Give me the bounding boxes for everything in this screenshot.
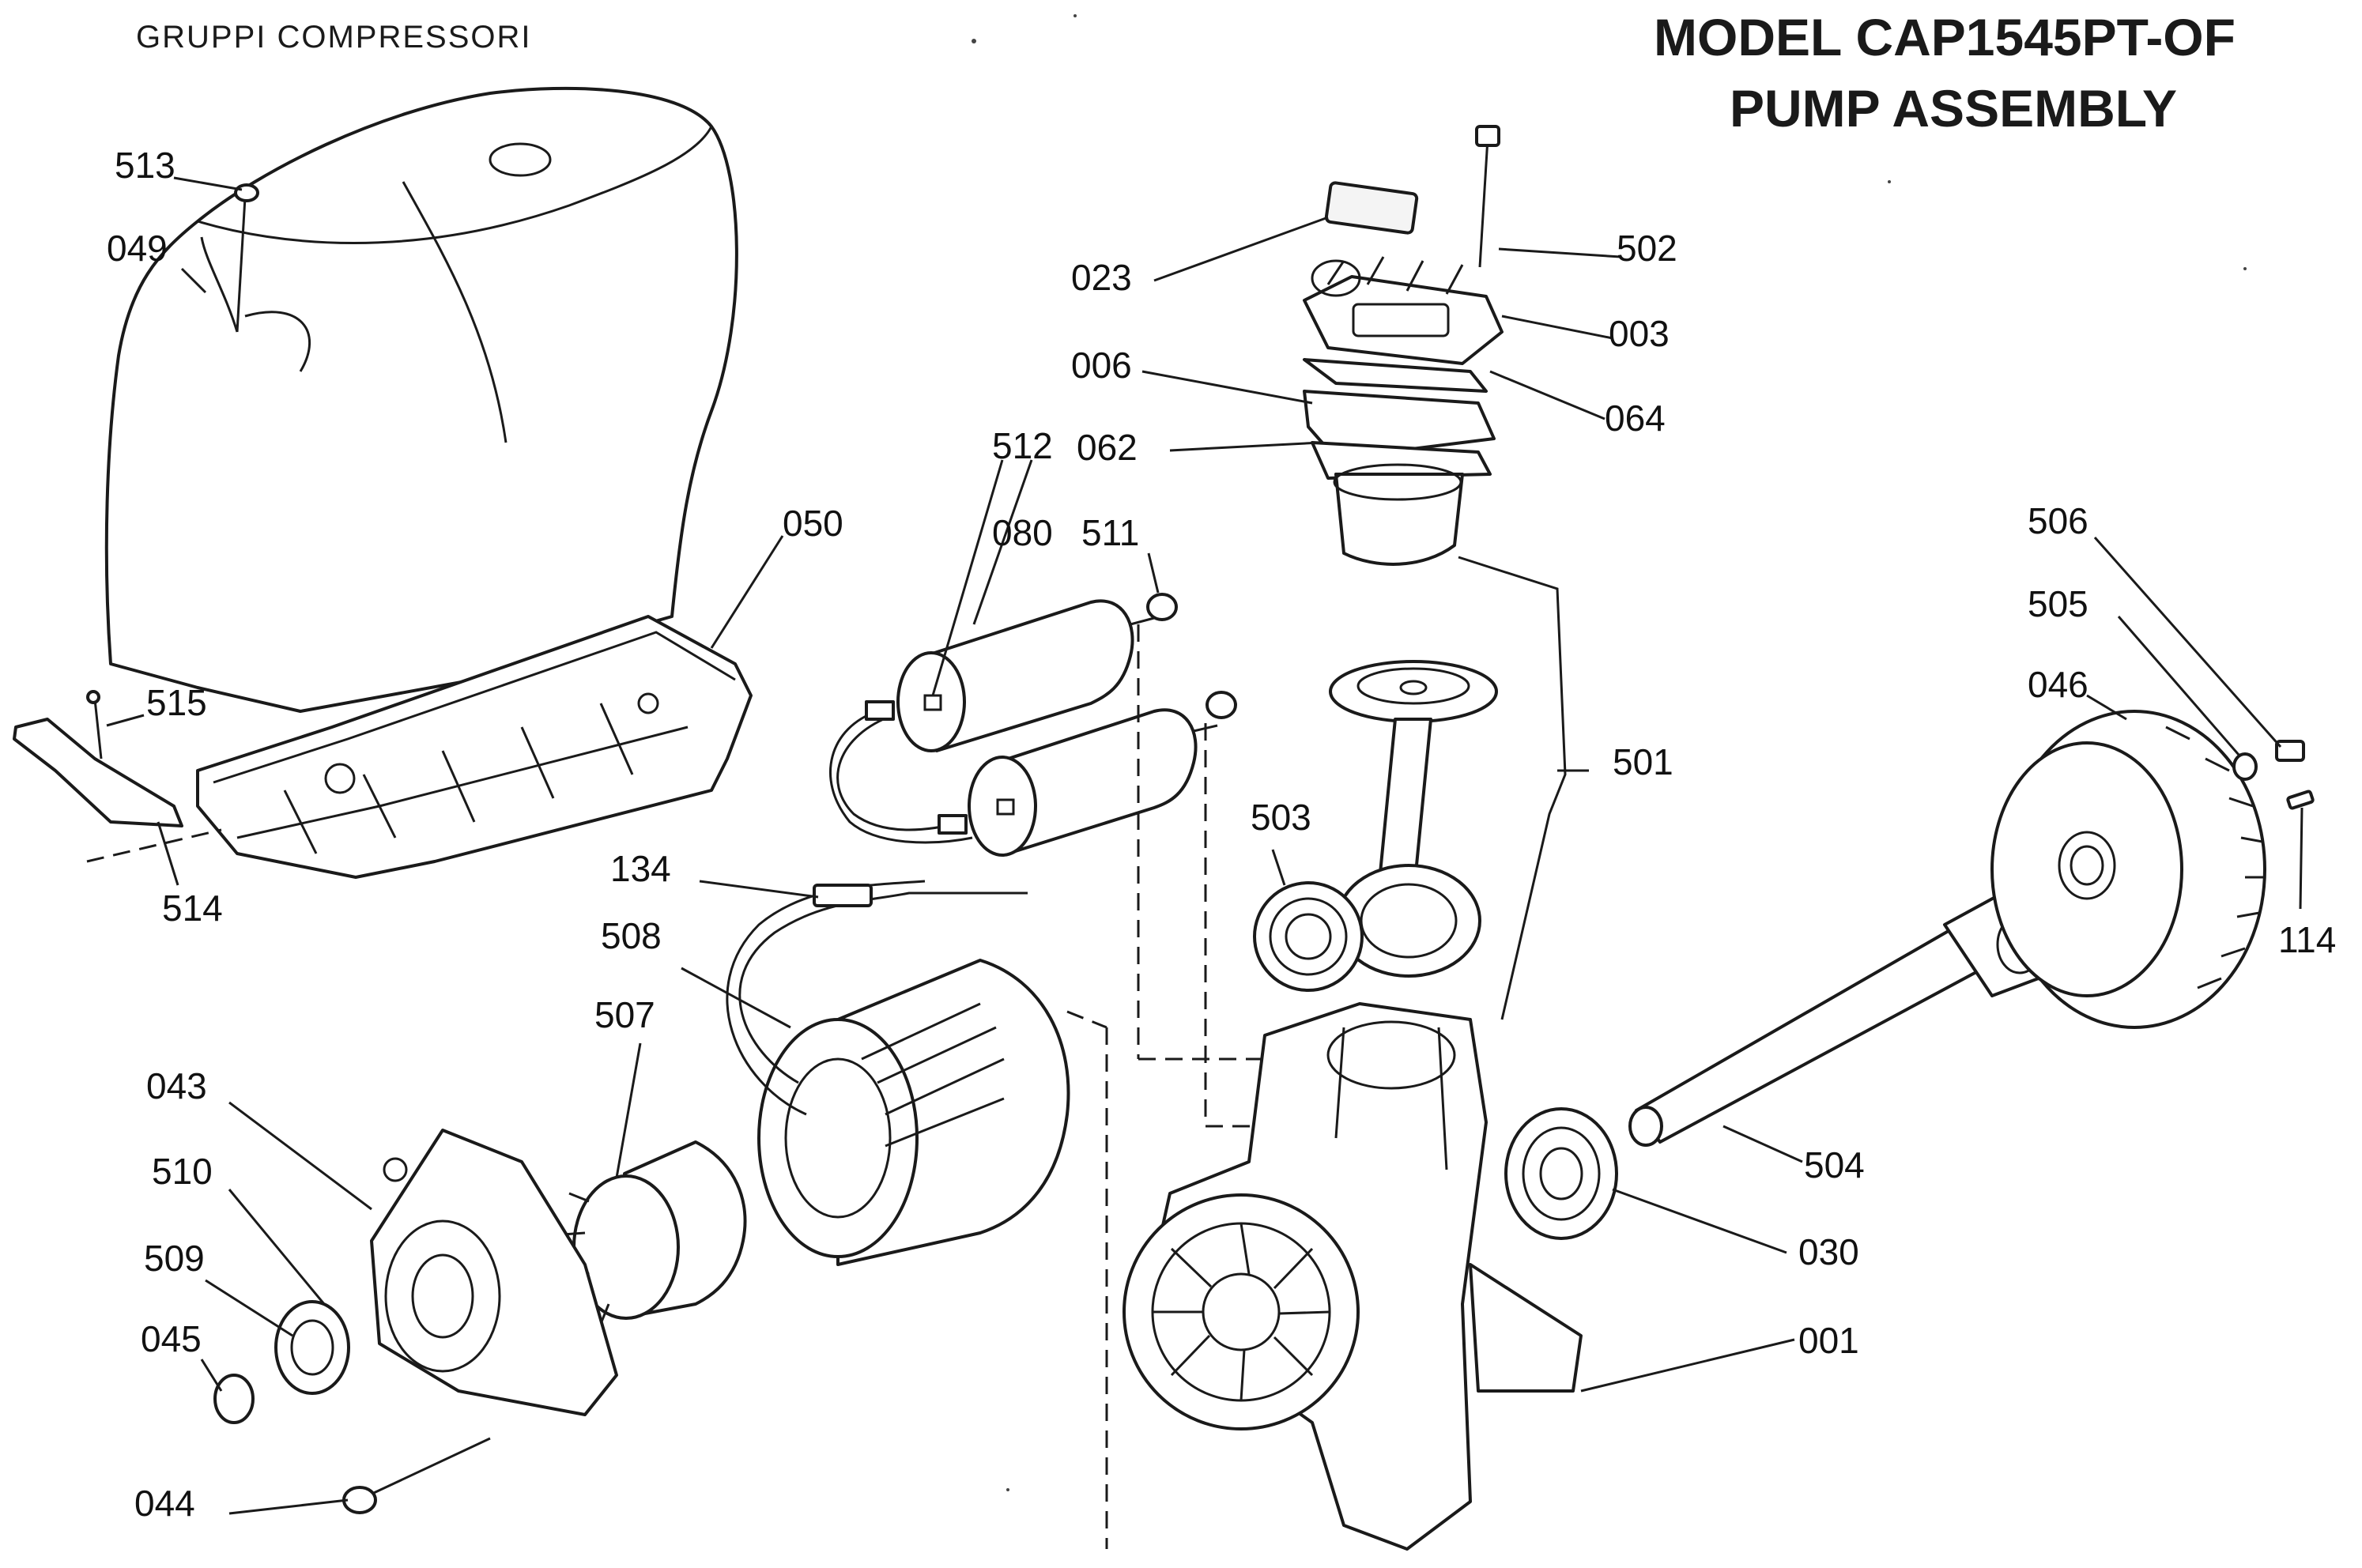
callout-514: 514: [162, 888, 223, 929]
callout-046: 046: [2028, 664, 2088, 705]
callout-515: 515: [146, 682, 207, 723]
bracket-514: [13, 718, 183, 827]
callout-503: 503: [1251, 797, 1311, 838]
callout-062: 062: [1077, 427, 1138, 468]
model-title: MODEL CAP1545PT-OF: [1654, 8, 2236, 66]
callout-045: 045: [141, 1318, 202, 1359]
callout-501: 501: [1613, 741, 1673, 782]
gasket-064: [1303, 358, 1488, 393]
long-bolt-044: [342, 1437, 491, 1514]
callout-006: 006: [1071, 345, 1132, 386]
callout-508: 508: [601, 915, 662, 956]
callout-506: 506: [2028, 500, 2088, 541]
leader-lines: [106, 176, 2304, 1515]
callout-504: 504: [1804, 1144, 1865, 1185]
cylinder-head-003: [1303, 256, 1504, 365]
cover-shroud-049: [104, 86, 738, 713]
bearing-509: [274, 1300, 350, 1395]
assembly-title: PUMP ASSEMBLY: [1730, 79, 2177, 138]
filter-023: [1324, 181, 1419, 235]
callout-043: 043: [146, 1065, 207, 1106]
rotor-507: [562, 1140, 747, 1325]
fan-046: [1990, 710, 2266, 1029]
callout-511: 511: [1081, 512, 1139, 553]
base-tray-050: [196, 615, 753, 879]
callout-502: 502: [1617, 228, 1677, 269]
callout-023: 023: [1071, 257, 1132, 298]
callout-134: 134: [610, 848, 671, 889]
nut-511-lower: [1206, 691, 1237, 719]
callout-080: 080: [992, 512, 1053, 553]
retaining-ring-045: [213, 1374, 255, 1424]
callout-512: 512: [992, 425, 1053, 466]
callout-030: 030: [1798, 1231, 1859, 1272]
callout-044: 044: [134, 1483, 195, 1524]
capacitor-080-upper: [896, 599, 1155, 752]
callout-001: 001: [1798, 1320, 1859, 1361]
callout-507: 507: [594, 994, 655, 1035]
callout-064: 064: [1605, 398, 1666, 439]
bolt-502: [1475, 125, 1500, 268]
washer-505: [2232, 752, 2258, 781]
cylinder-sleeve: [1334, 473, 1464, 566]
callout-509: 509: [144, 1238, 205, 1279]
nut-511-upper: [1146, 593, 1178, 621]
stator-508: [757, 959, 1070, 1266]
bearing-030: [1504, 1107, 1618, 1240]
callout-003: 003: [1609, 313, 1670, 354]
capacitor-wiring-512: [829, 710, 973, 844]
callout-050: 050: [783, 503, 843, 544]
capacitor-080-lower: [968, 708, 1218, 857]
diagram-subtitle: GRUPPI COMPRESSORI: [136, 20, 532, 55]
crankshaft-504: [1628, 876, 2063, 1147]
key-114: [2286, 790, 2315, 810]
callout-049: 049: [107, 228, 168, 269]
screw-506: [2275, 740, 2305, 762]
end-bell-043: [370, 1129, 618, 1416]
callout-513: 513: [115, 145, 175, 186]
callout-510: 510: [152, 1151, 213, 1192]
bearing-503: [1253, 881, 1364, 992]
screw-515: [86, 690, 103, 760]
crankcase-001: [1123, 1002, 1583, 1551]
callout-505: 505: [2028, 583, 2088, 624]
callout-114: 114: [2278, 919, 2336, 960]
